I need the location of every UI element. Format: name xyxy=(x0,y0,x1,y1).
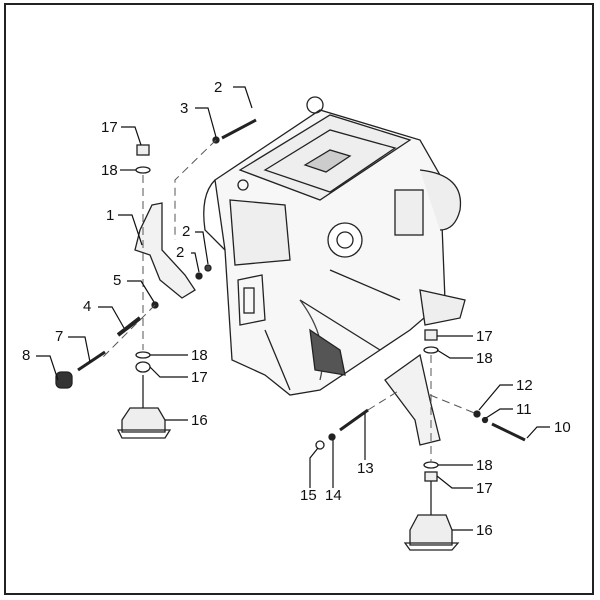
callout-4: 4 xyxy=(83,298,92,315)
callout-15: 15 xyxy=(300,487,317,504)
callout-17-right-mount: 17 xyxy=(476,480,493,497)
engine-assembly xyxy=(203,96,466,396)
callout-18-top-left: 18 xyxy=(101,162,118,179)
callout-2-top-bolt: 2 xyxy=(214,79,223,96)
callout-8: 8 xyxy=(22,347,31,364)
right-engine-mount xyxy=(403,461,460,551)
leader-lines xyxy=(36,86,550,531)
callout-3: 3 xyxy=(180,100,189,117)
callout-13: 13 xyxy=(357,460,374,477)
callout-18-right-top: 18 xyxy=(476,350,493,367)
callout-10: 10 xyxy=(554,419,571,436)
right-bracket xyxy=(384,353,441,446)
callout-2-nut-b: 2 xyxy=(176,244,185,261)
left-bracket xyxy=(134,202,196,299)
callout-16-right-mount: 16 xyxy=(476,522,493,539)
callout-5: 5 xyxy=(113,272,122,289)
callout-17-top-left: 17 xyxy=(101,119,118,136)
callout-7: 7 xyxy=(55,328,64,345)
callout-14: 14 xyxy=(325,487,342,504)
callout-17-right-top: 17 xyxy=(476,328,493,345)
left-engine-mount xyxy=(116,351,172,439)
callout-16-left-mount: 16 xyxy=(191,412,208,429)
callout-2-nut-a: 2 xyxy=(182,223,191,240)
callout-11: 11 xyxy=(516,401,532,418)
callout-18-left-mount: 18 xyxy=(191,347,208,364)
callout-1: 1 xyxy=(106,207,115,224)
diagram-frame xyxy=(4,3,594,595)
callout-12: 12 xyxy=(516,377,533,394)
callout-17-left-mount: 17 xyxy=(191,369,208,386)
callout-18-right-mount: 18 xyxy=(476,457,493,474)
